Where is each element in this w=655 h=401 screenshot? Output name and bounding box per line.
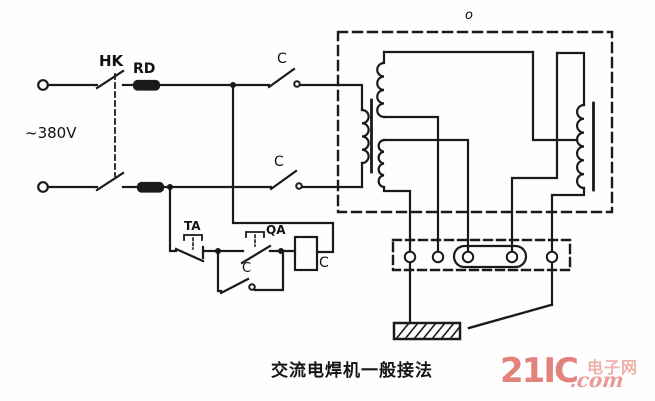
contactor-main-contacts	[267, 67, 364, 191]
watermark: 21IC 电子网 .com	[498, 350, 648, 398]
terminal-link-strap	[452, 244, 528, 269]
diagram-caption: 交流电焊机一般接法	[271, 361, 433, 381]
label-rd-fuse: RD	[133, 61, 156, 77]
hk-knife-switch	[95, 69, 125, 192]
label-hk-switch: HK	[99, 52, 124, 70]
label-stop-button: TA	[184, 219, 201, 233]
control-circuit	[168, 86, 335, 295]
welding-transformer	[360, 50, 535, 253]
reactor-tap-wire	[531, 50, 578, 142]
contactor-coil-body	[293, 235, 319, 272]
label-holding-contact: C	[242, 261, 252, 276]
output-terminals	[403, 244, 559, 269]
watermark-brand: 21IC	[500, 351, 579, 391]
primary-winding	[360, 108, 370, 165]
label-enclosure-mark: o	[465, 8, 473, 23]
electrode	[467, 303, 553, 330]
welder-enclosure-box	[336, 30, 614, 214]
label-contactor-top: C	[277, 51, 287, 67]
terminal-board-box	[391, 238, 572, 272]
label-contactor-bottom: C	[274, 154, 284, 170]
welding-output	[392, 261, 554, 341]
watermark-domain-suffix: .com	[568, 368, 625, 392]
label-supply-voltage: ~380V	[25, 124, 77, 142]
ta-contact-blade	[174, 247, 205, 263]
label-contactor-coil: C	[319, 255, 329, 271]
mains-input-terminals	[37, 79, 99, 193]
workpiece-hatching	[394, 321, 462, 341]
junction-dots	[167, 82, 284, 254]
coil-return-wire	[231, 86, 335, 254]
qa-button-head	[245, 231, 265, 238]
ta-button-head	[183, 234, 203, 241]
qa-contact-blade	[240, 244, 272, 265]
workpiece	[392, 321, 462, 341]
holding-contact-blade	[219, 277, 250, 295]
label-start-button: QA	[266, 223, 286, 237]
secondary-winding-lower	[377, 138, 386, 189]
rd-fuses	[121, 79, 273, 193]
reactor-winding	[575, 103, 586, 190]
reactor-choke	[510, 50, 595, 253]
secondary-winding-upper	[376, 50, 386, 119]
watermark-site-name: 电子网	[587, 358, 639, 377]
holding-branch	[216, 249, 223, 293]
